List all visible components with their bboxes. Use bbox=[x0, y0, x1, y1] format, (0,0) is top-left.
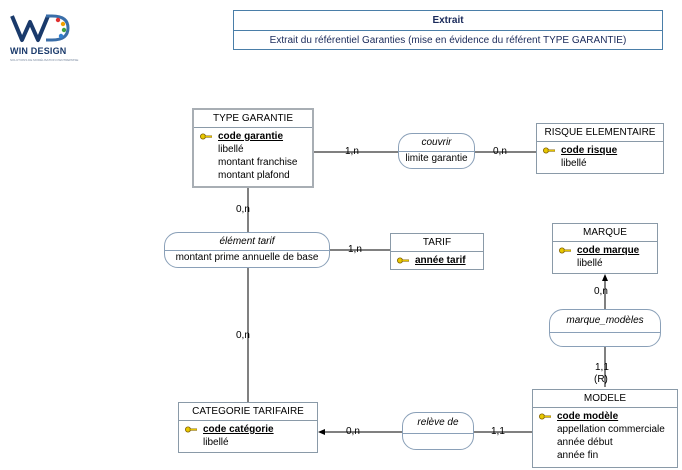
cardinality-label: 0,n bbox=[493, 146, 507, 157]
arrow-to-categorie bbox=[318, 429, 325, 435]
attr: libellé bbox=[203, 437, 229, 448]
association-marque-modeles[interactable]: marque_modèles bbox=[549, 309, 661, 347]
entity-type-garantie[interactable]: TYPE GARANTIE code garantie libellé mont… bbox=[192, 108, 314, 188]
association-name: élément tarif bbox=[165, 233, 329, 251]
entity-title: TARIF bbox=[391, 234, 483, 252]
key-icon bbox=[539, 413, 551, 420]
attr: libellé bbox=[561, 158, 587, 169]
cardinality-label: 0,n bbox=[346, 426, 360, 437]
cardinality-label: 0,n bbox=[236, 204, 250, 215]
attr: année début bbox=[557, 437, 613, 448]
entity-modele[interactable]: MODELE code modèle appellation commercia… bbox=[532, 389, 678, 468]
key-icon bbox=[397, 257, 409, 264]
entity-risque-elementaire[interactable]: RISQUE ELEMENTAIRE code risque libellé bbox=[536, 123, 664, 174]
entity-title: RISQUE ELEMENTAIRE bbox=[537, 124, 663, 142]
entity-title: MODELE bbox=[533, 390, 677, 408]
attr: montant plafond bbox=[218, 170, 290, 181]
association-name: marque_modèles bbox=[550, 310, 660, 333]
attr: année fin bbox=[557, 450, 599, 461]
logo-tagline: SOLUTIONS DE MODÉLISATION D'ENTREPRISE bbox=[10, 58, 79, 62]
attr: appellation commerciale bbox=[557, 424, 665, 435]
association-attr bbox=[550, 333, 660, 347]
entity-title: CATEGORIE TARIFAIRE bbox=[179, 403, 317, 421]
windesign-logo: WIN DESIGN SOLUTIONS DE MODÉLISATION D'E… bbox=[8, 10, 78, 66]
header-title: Extrait bbox=[234, 11, 662, 31]
attr: libellé bbox=[577, 258, 603, 269]
association-attr: limite garantie bbox=[405, 153, 468, 164]
cardinality-label: 0,n bbox=[236, 330, 250, 341]
cardinality-label: 0,n bbox=[594, 286, 608, 297]
attr-identifier: année tarif bbox=[415, 255, 466, 266]
cardinality-label: 1,n bbox=[348, 244, 362, 255]
attr: libellé bbox=[218, 144, 244, 155]
key-icon bbox=[559, 247, 571, 254]
attr-identifier: code marque bbox=[577, 245, 640, 256]
association-name: relève de bbox=[403, 413, 473, 434]
association-name: couvrir bbox=[399, 134, 474, 152]
entity-marque[interactable]: MARQUE code marque libellé bbox=[552, 223, 658, 274]
association-element-tarif[interactable]: élément tarif montant prime annuelle de … bbox=[164, 232, 330, 268]
cardinality-label: 1,1 bbox=[595, 362, 609, 373]
key-icon bbox=[200, 133, 212, 140]
logo-brand: WIN DESIGN bbox=[10, 46, 67, 56]
attr-identifier: code catégorie bbox=[203, 424, 274, 435]
entity-title: MARQUE bbox=[553, 224, 657, 242]
cardinality-label: 1,n bbox=[345, 146, 359, 157]
cardinality-label: (R) bbox=[594, 374, 608, 385]
attr-identifier: code modèle bbox=[557, 411, 619, 422]
attr: montant franchise bbox=[218, 157, 298, 168]
key-icon bbox=[185, 426, 197, 433]
association-couvrir[interactable]: couvrir limite garantie bbox=[398, 133, 475, 169]
entity-title: TYPE GARANTIE bbox=[194, 110, 312, 128]
cardinality-label: 1,1 bbox=[491, 426, 505, 437]
key-icon bbox=[543, 147, 555, 154]
header-subtitle: Extrait du référentiel Garanties (mise e… bbox=[269, 35, 627, 46]
association-attr: montant prime annuelle de base bbox=[175, 252, 319, 263]
arrow-to-marque bbox=[602, 274, 608, 281]
entity-categorie-tarifaire[interactable]: CATEGORIE TARIFAIRE code catégorie libel… bbox=[178, 402, 318, 453]
association-releve-de[interactable]: relève de bbox=[402, 412, 474, 450]
windesign-logo-icon bbox=[10, 14, 70, 42]
diagram-header: Extrait Extrait du référentiel Garanties… bbox=[233, 10, 663, 50]
entity-tarif[interactable]: TARIF année tarif bbox=[390, 233, 484, 270]
attr-identifier: code risque bbox=[561, 145, 618, 156]
attr-identifier: code garantie bbox=[218, 131, 284, 142]
association-attr bbox=[403, 434, 473, 448]
